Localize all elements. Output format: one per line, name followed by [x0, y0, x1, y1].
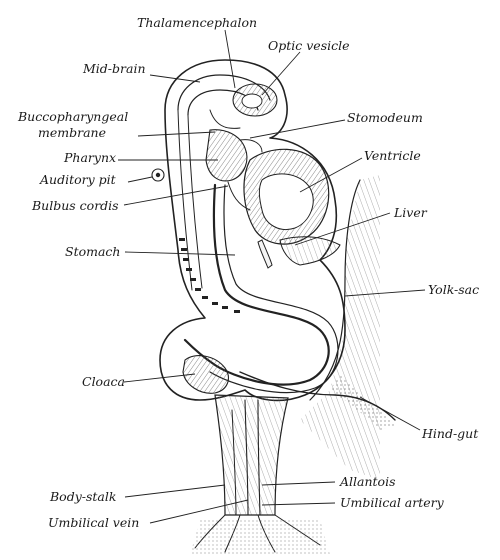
label-liver: Liver	[393, 205, 428, 220]
label-pharynx: Pharynx	[63, 150, 116, 165]
label-umbilical-vein: Umbilical vein	[48, 515, 139, 530]
label-yolk-sac: Yolk-sac	[428, 282, 479, 297]
cloaca-shape	[182, 355, 229, 394]
label-membrane: membrane	[38, 125, 106, 140]
yolk-sac-shape	[300, 175, 395, 480]
label-stomodeum: Stomodeum	[347, 110, 423, 125]
label-auditory-pit: Auditory pit	[39, 172, 117, 187]
label-buccopharyngeal: Buccopharyngeal	[17, 109, 128, 124]
heart	[227, 148, 330, 269]
label-ventricle: Ventricle	[364, 148, 421, 163]
label-allantois: Allantois	[339, 474, 396, 489]
leader-lines	[118, 29, 426, 524]
labels: Thalamencephalon Optic vesicle Mid-brain…	[17, 15, 479, 530]
label-bulbus-cordis: Bulbus cordis	[31, 198, 119, 213]
label-mid-brain: Mid-brain	[82, 61, 146, 76]
liver-shape	[279, 236, 341, 266]
pharynx-region	[205, 129, 263, 182]
label-stomach: Stomach	[65, 244, 120, 259]
label-optic-vesicle: Optic vesicle	[268, 38, 350, 53]
somites	[179, 238, 240, 313]
auditory-pit-shape	[151, 168, 165, 182]
brain-vesicles	[209, 83, 278, 129]
label-thalamencephalon: Thalamencephalon	[137, 15, 257, 30]
embryo-body-outline	[159, 59, 346, 402]
label-body-stalk: Body-stalk	[49, 489, 116, 504]
label-hind-gut: Hind-gut	[421, 426, 479, 441]
label-cloaca: Cloaca	[82, 374, 125, 389]
label-umbilical-artery: Umbilical artery	[340, 495, 445, 510]
